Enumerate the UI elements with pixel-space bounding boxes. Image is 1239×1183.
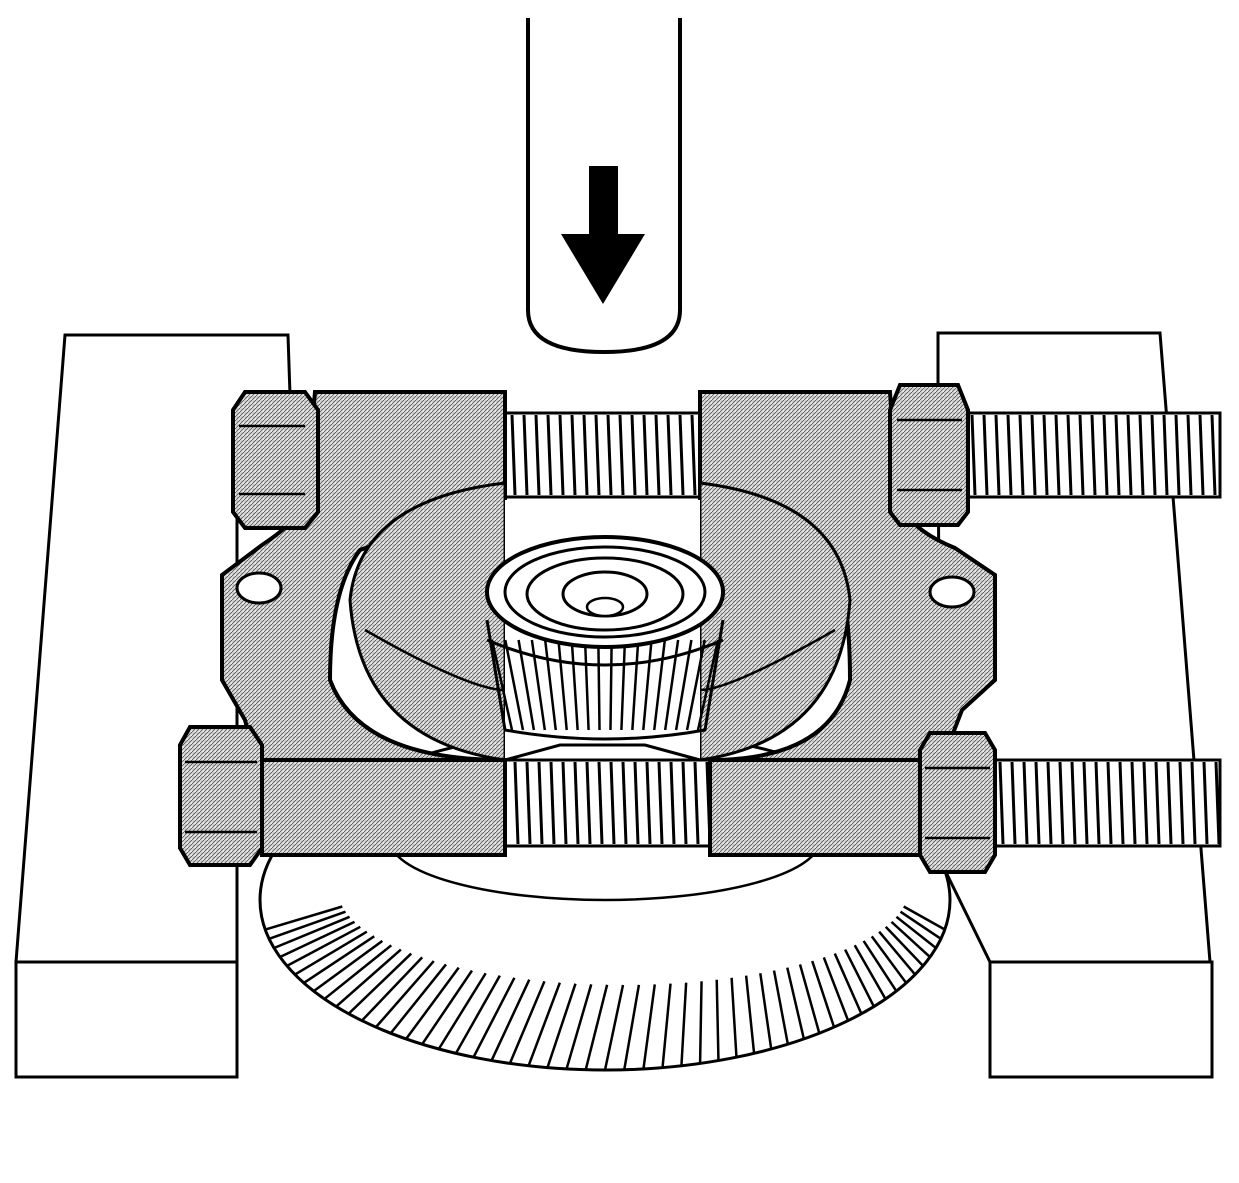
plate-hole: [235, 571, 283, 605]
down-arrow-icon: [561, 166, 645, 304]
threaded-rod-icon: [513, 761, 1221, 845]
bearing-rollers: [485, 619, 725, 741]
hex-nut: [178, 725, 264, 867]
threaded-rod-icon: [510, 414, 1217, 496]
plate-hole: [928, 575, 976, 609]
bearing-seat: [348, 481, 852, 762]
hex-nut: [918, 731, 997, 874]
bearing-icon: [485, 500, 725, 765]
hex-nut: [231, 390, 320, 530]
hex-nut: [888, 383, 970, 527]
